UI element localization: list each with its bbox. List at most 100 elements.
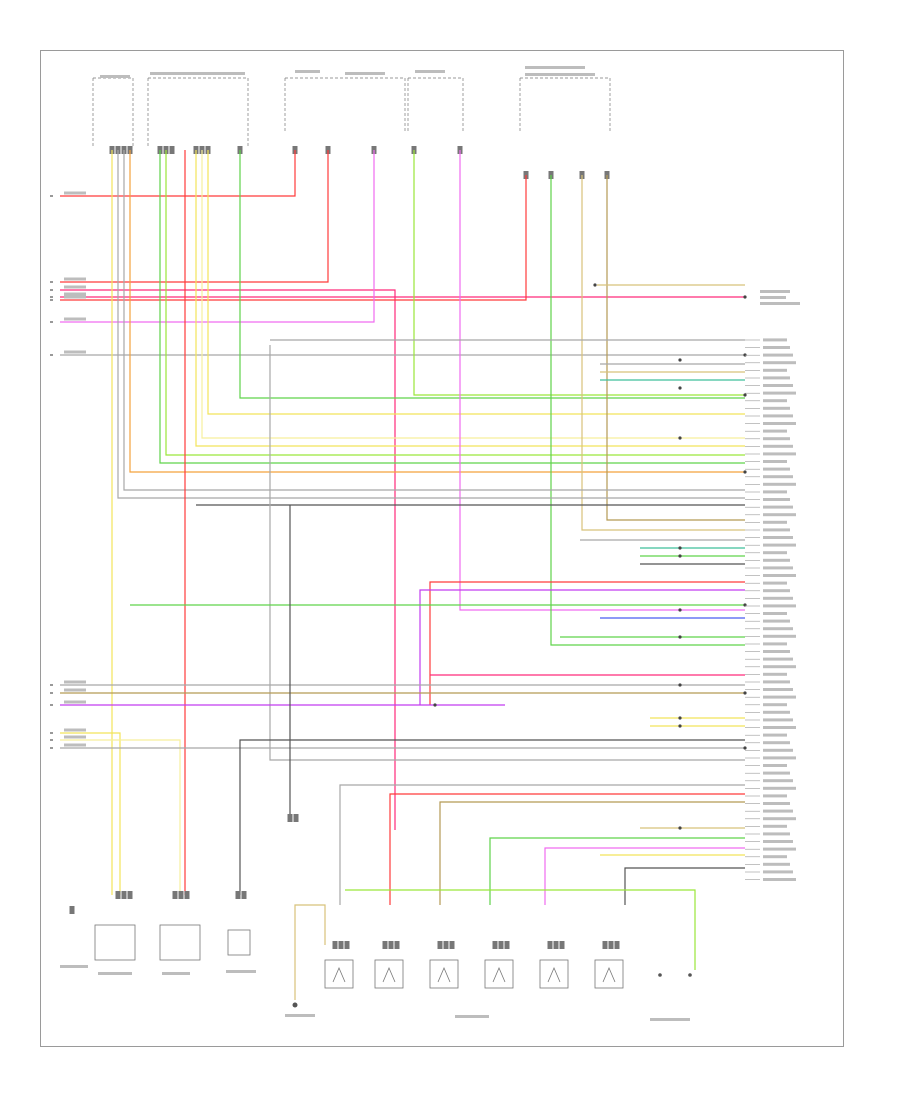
connector-pin-top-6 [169,146,175,154]
top-caption-1 [150,72,245,75]
ecm-pin-label-10 [763,414,793,418]
ecm-title-line-1 [760,290,790,293]
ecm-pin-label-65 [763,832,790,836]
ecm-title-line-2 [760,296,786,299]
ecm-pin-label-31 [763,574,796,577]
wire-brown-52 [439,801,745,905]
wire-yellow-44 [60,732,121,895]
wire-lime-8 [413,150,745,396]
wire-lightyellow-14 [201,150,745,439]
junction-dot-6 [743,746,747,750]
ecm-pin-label-62 [763,809,793,813]
wire-dark-57 [624,867,745,905]
bottom-connector-pin-6 [235,891,241,899]
wire-gray-23 [117,150,745,499]
ecm-pin-label-48 [763,703,787,707]
ecm-pin-label-5 [763,376,790,380]
ecm-pin-label-17 [763,467,790,471]
bottom-connector-pin-7 [241,891,247,899]
ecm-pin-label-45 [763,680,790,684]
left-marker-4 [50,299,53,301]
ignition-coil-symbol-4 [492,966,506,983]
left-marker-7 [50,684,53,686]
ecm-pin-label-15 [763,452,796,456]
wire-brown-20 [606,175,745,521]
bottom-caption-2 [162,972,190,975]
left-label-3 [64,292,86,296]
junction-dot-5 [743,691,747,695]
ecm-pin-label-3 [763,361,796,365]
coil-pin-1-1 [338,941,344,949]
wire-red-31 [429,581,745,705]
ecm-pin-label-56 [763,764,787,767]
ecm-pin-label-21 [763,498,790,501]
ecm-pin-label-1 [763,346,790,349]
ecm-pin-label-55 [763,756,796,760]
coil-pin-1-0 [332,941,338,949]
ecm-pin-label-33 [763,589,790,593]
wire-green-18 [550,175,745,646]
ecm-pin-label-52 [763,733,787,737]
ecm-pin-label-53 [763,741,790,745]
ignition-coil-2 [374,959,404,989]
left-label-12 [64,743,86,747]
coil-pin-2-0 [382,941,388,949]
ecm-pin-label-24 [763,520,787,524]
left-label-9 [64,700,86,704]
junction-dot-9 [678,436,682,440]
bottom-caption-1 [98,972,132,975]
coil-pin-3-2 [449,941,455,949]
coil-pin-2-1 [388,941,394,949]
left-marker-9 [50,704,53,706]
ecm-pin-label-50 [763,718,793,722]
left-marker-8 [50,692,53,694]
ecm-pin-label-61 [763,802,790,805]
junction-dot-19 [433,703,437,707]
ignition-coil-1 [324,959,354,989]
ecm-pin-label-36 [763,612,787,615]
ecm-pin-label-32 [763,581,787,585]
junction-dot-11 [678,554,682,558]
left-label-0 [64,191,86,195]
connector-end-2 [688,973,692,977]
wire-pink-3 [60,289,396,830]
ecm-pin-label-68 [763,855,787,859]
top-caption-2 [295,70,320,73]
wire-lime-58 [345,889,696,970]
left-marker-12 [50,747,53,749]
wire-tan-60 [294,904,326,1000]
ignition-coil-5 [539,959,569,989]
coil-pin-5-0 [547,941,553,949]
coil-pin-4-0 [492,941,498,949]
ecm-pin-label-12 [763,429,787,433]
ecm-pin-label-16 [763,460,787,463]
ignition-coil-3 [429,959,459,989]
top-caption-0 [100,75,130,78]
junction-dot-3 [743,470,747,474]
bottom-caption-0 [60,965,88,968]
junction-dot-16 [678,724,682,728]
ecm-pin-label-46 [763,688,793,691]
bottom-caption-3 [226,970,256,973]
junction-dot-12 [678,608,682,612]
ecm-pin-label-58 [763,779,793,783]
ecm-pin-label-59 [763,786,796,790]
wire-lime-12 [165,150,745,456]
wire-magenta-55 [544,847,745,905]
left-label-11 [64,735,86,739]
left-marker-6 [50,354,53,356]
ignition-coil-symbol-1 [332,966,346,983]
bottom-connector-pin-2 [127,891,133,899]
coil-pin-2-2 [394,941,400,949]
left-marker-10 [50,732,53,734]
diagram-frame [40,50,844,1047]
wire-gray-22 [123,150,745,491]
ecm-pin-label-11 [763,422,796,425]
left-label-10 [64,728,86,732]
ecm-pin-label-14 [763,444,793,448]
bottom-caption-6 [650,1018,690,1021]
ground-connector [69,906,75,914]
junction-dot-14 [678,683,682,687]
wire-red-1 [60,150,296,197]
left-label-1 [64,277,86,281]
